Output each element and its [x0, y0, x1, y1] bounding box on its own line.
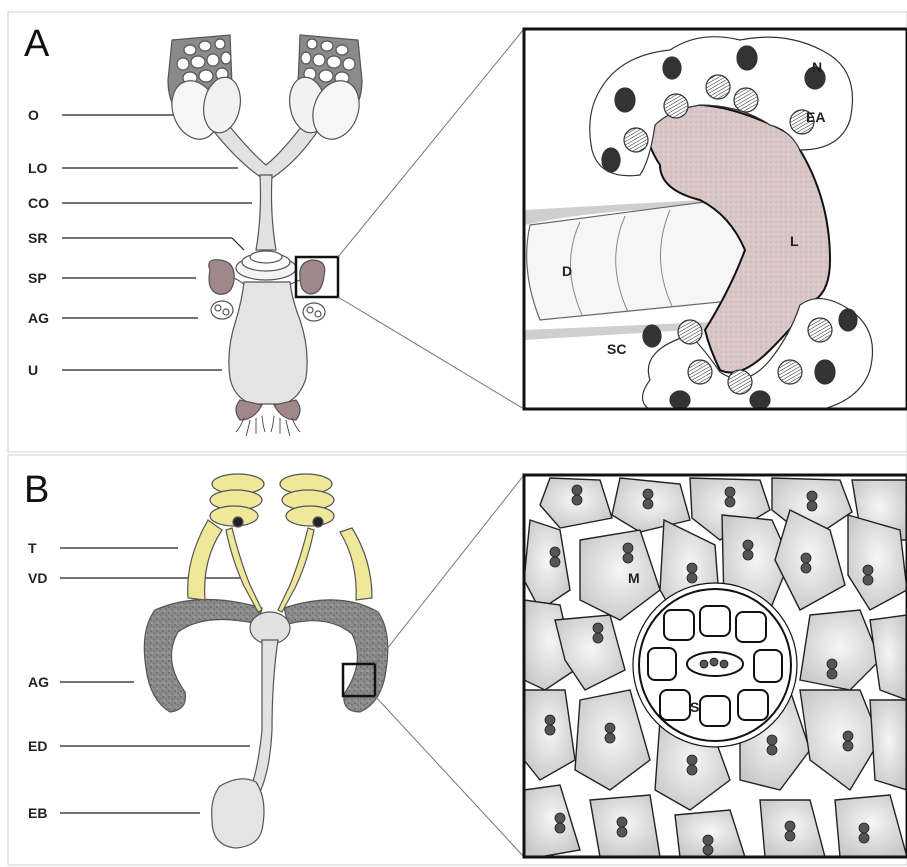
label-common-oviduct: CO	[28, 195, 49, 211]
label-uterus: U	[28, 362, 38, 378]
inset-label-sc: SC	[607, 341, 626, 357]
label-lateral-oviduct: LO	[28, 160, 48, 176]
inset-label-duct: D	[562, 263, 572, 279]
panel-letter-a: A	[24, 23, 50, 65]
panel-a-leaders	[62, 115, 252, 370]
uterus	[229, 282, 307, 404]
inset-label-lumen: L	[790, 233, 799, 249]
label-accessory-gland-b: AG	[28, 674, 49, 690]
ejaculatory-duct	[250, 640, 278, 792]
seminal-vesicle	[250, 612, 290, 644]
inset-a	[524, 29, 907, 410]
inset-label-main-cell: M	[628, 570, 640, 586]
zoom-connector-b	[375, 475, 524, 857]
ejaculatory-bulb	[212, 779, 264, 848]
inset-label-nucleus: N	[812, 59, 822, 75]
label-accessory-gland-a: AG	[28, 310, 49, 326]
panel-letter-b: B	[24, 469, 49, 511]
label-ovary: O	[28, 107, 39, 123]
vas-deferens-left	[226, 528, 262, 612]
female-reproductive-organ	[164, 35, 367, 436]
label-seminal-receptacle: SR	[28, 230, 47, 246]
accessory-gland-male-left	[144, 599, 262, 712]
label-ejaculatory-duct: ED	[28, 738, 47, 754]
label-testis: T	[28, 540, 37, 556]
zoom-connector-a	[338, 29, 524, 409]
seminal-receptacle	[236, 251, 296, 280]
inset-b	[524, 475, 907, 857]
vas-deferens-right	[278, 528, 314, 612]
accessory-gland-female-right	[303, 303, 325, 321]
accessory-gland-female-left	[211, 301, 233, 319]
ovary-right	[285, 35, 367, 146]
testis-left	[188, 474, 264, 600]
sperm-cyst	[633, 583, 797, 747]
male-reproductive-organ	[144, 474, 388, 848]
inset-label-secondary-cell: S	[690, 699, 699, 715]
label-ejaculatory-bulb: EB	[28, 805, 47, 821]
inset-label-ea: EA	[806, 109, 825, 125]
label-spermatheca: SP	[28, 270, 47, 286]
label-vas-deferens: VD	[28, 570, 47, 586]
